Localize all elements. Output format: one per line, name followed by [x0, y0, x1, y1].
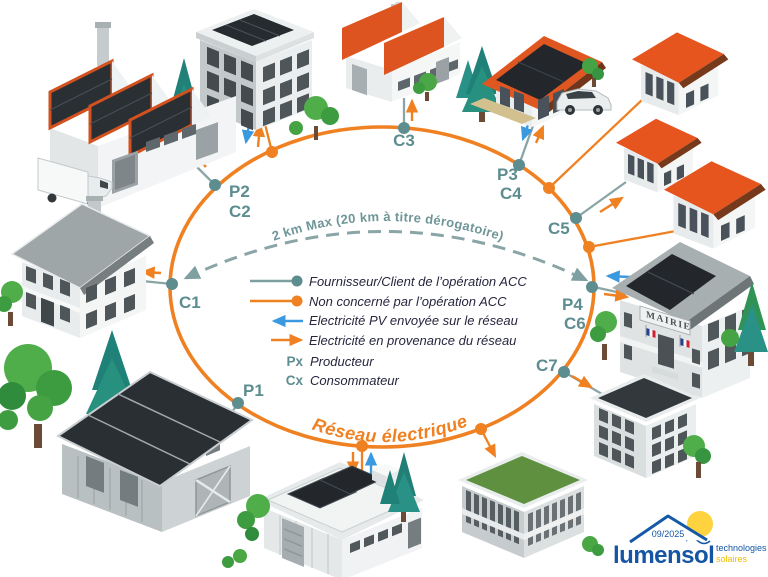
node-dot-c1 [166, 278, 178, 290]
node-dot-house1 [543, 182, 555, 194]
french-flag-icon [645, 324, 656, 338]
legend-item-nonacc: Non concerné par l’opération ACC [309, 294, 507, 309]
label-c2: C2 [229, 202, 251, 221]
town-hall-building: MAIRIE [612, 242, 754, 398]
gray-house-c1 [0, 196, 154, 338]
non-acc-node-dots [266, 146, 595, 452]
legend-symbol-px: Px [286, 354, 303, 369]
label-c1: C1 [179, 293, 201, 312]
label-c7: C7 [536, 356, 558, 375]
distance-arc-label: 2 km Max (20 km à titre dérogatoire) [270, 209, 506, 244]
label-c6: C6 [564, 314, 586, 333]
legend-item-producteur: Producteur [310, 354, 374, 369]
label-p4: P4 [562, 295, 583, 314]
roof-icon [629, 514, 708, 544]
node-dot-c7 [558, 366, 570, 378]
node-dot-p1 [232, 397, 244, 409]
node-dot-p2c2 [209, 179, 221, 191]
label-p1: P1 [243, 381, 264, 400]
logo-tagline1: technologies [716, 543, 767, 553]
distance-arc-text: 2 km Max (20 km à titre dérogatoire) [270, 209, 506, 244]
distance-arc [183, 230, 589, 282]
node-dot-p3c4 [513, 159, 525, 171]
french-flag-icon [679, 334, 690, 348]
solar-barn-building [56, 370, 254, 532]
orange-line-dot-icon [250, 295, 303, 307]
apartment-building-c7 [590, 374, 711, 478]
green-roof-building [458, 452, 604, 558]
node-dot-house3 [583, 241, 595, 253]
legend-item-pv: Electricité PV envoyée sur le réseau [309, 313, 518, 328]
logo-tagline2: solaires [716, 554, 748, 564]
node-dot-warehouse [356, 440, 368, 452]
solar-warehouse-building [258, 462, 424, 577]
label-c5: C5 [548, 219, 570, 238]
trees-town-hall [590, 282, 768, 366]
node-dot-greenroof [475, 423, 487, 435]
teal-line-dot-icon [250, 275, 303, 287]
label-p3: P3 [497, 165, 518, 184]
acc-node-dots [166, 122, 598, 409]
node-dot-p4c6 [586, 281, 598, 293]
label-c4: C4 [500, 184, 522, 203]
legend-item-grid: Electricité en provenance du réseau [309, 333, 516, 348]
legend: Fournisseur/Client de l’opération ACC No… [250, 274, 527, 388]
legend-item-consommateur: Consommateur [310, 373, 400, 388]
node-dot-c3 [398, 122, 410, 134]
node-labels: P2 C2 C3 P3 C4 C5 P4 C6 C7 C1 P1 [179, 131, 586, 400]
logo-date: 09/2025 [652, 529, 685, 539]
lumensol-logo: 09/2025 lumensol technologies solaires [613, 511, 767, 569]
red-house-1 [632, 32, 729, 116]
house-solar-ev [456, 36, 606, 127]
trees-warehouse [222, 452, 420, 568]
logo-brand: lumensol [613, 542, 714, 569]
node-dot-office [266, 146, 278, 158]
factory-building-c3 [342, 1, 462, 102]
legend-symbol-cx: Cx [286, 373, 304, 388]
label-p2: P2 [229, 182, 250, 201]
legend-item-acc: Fournisseur/Client de l’opération ACC [309, 274, 527, 289]
label-c3: C3 [393, 131, 415, 150]
node-dot-c5 [570, 212, 582, 224]
electric-car [556, 88, 612, 115]
